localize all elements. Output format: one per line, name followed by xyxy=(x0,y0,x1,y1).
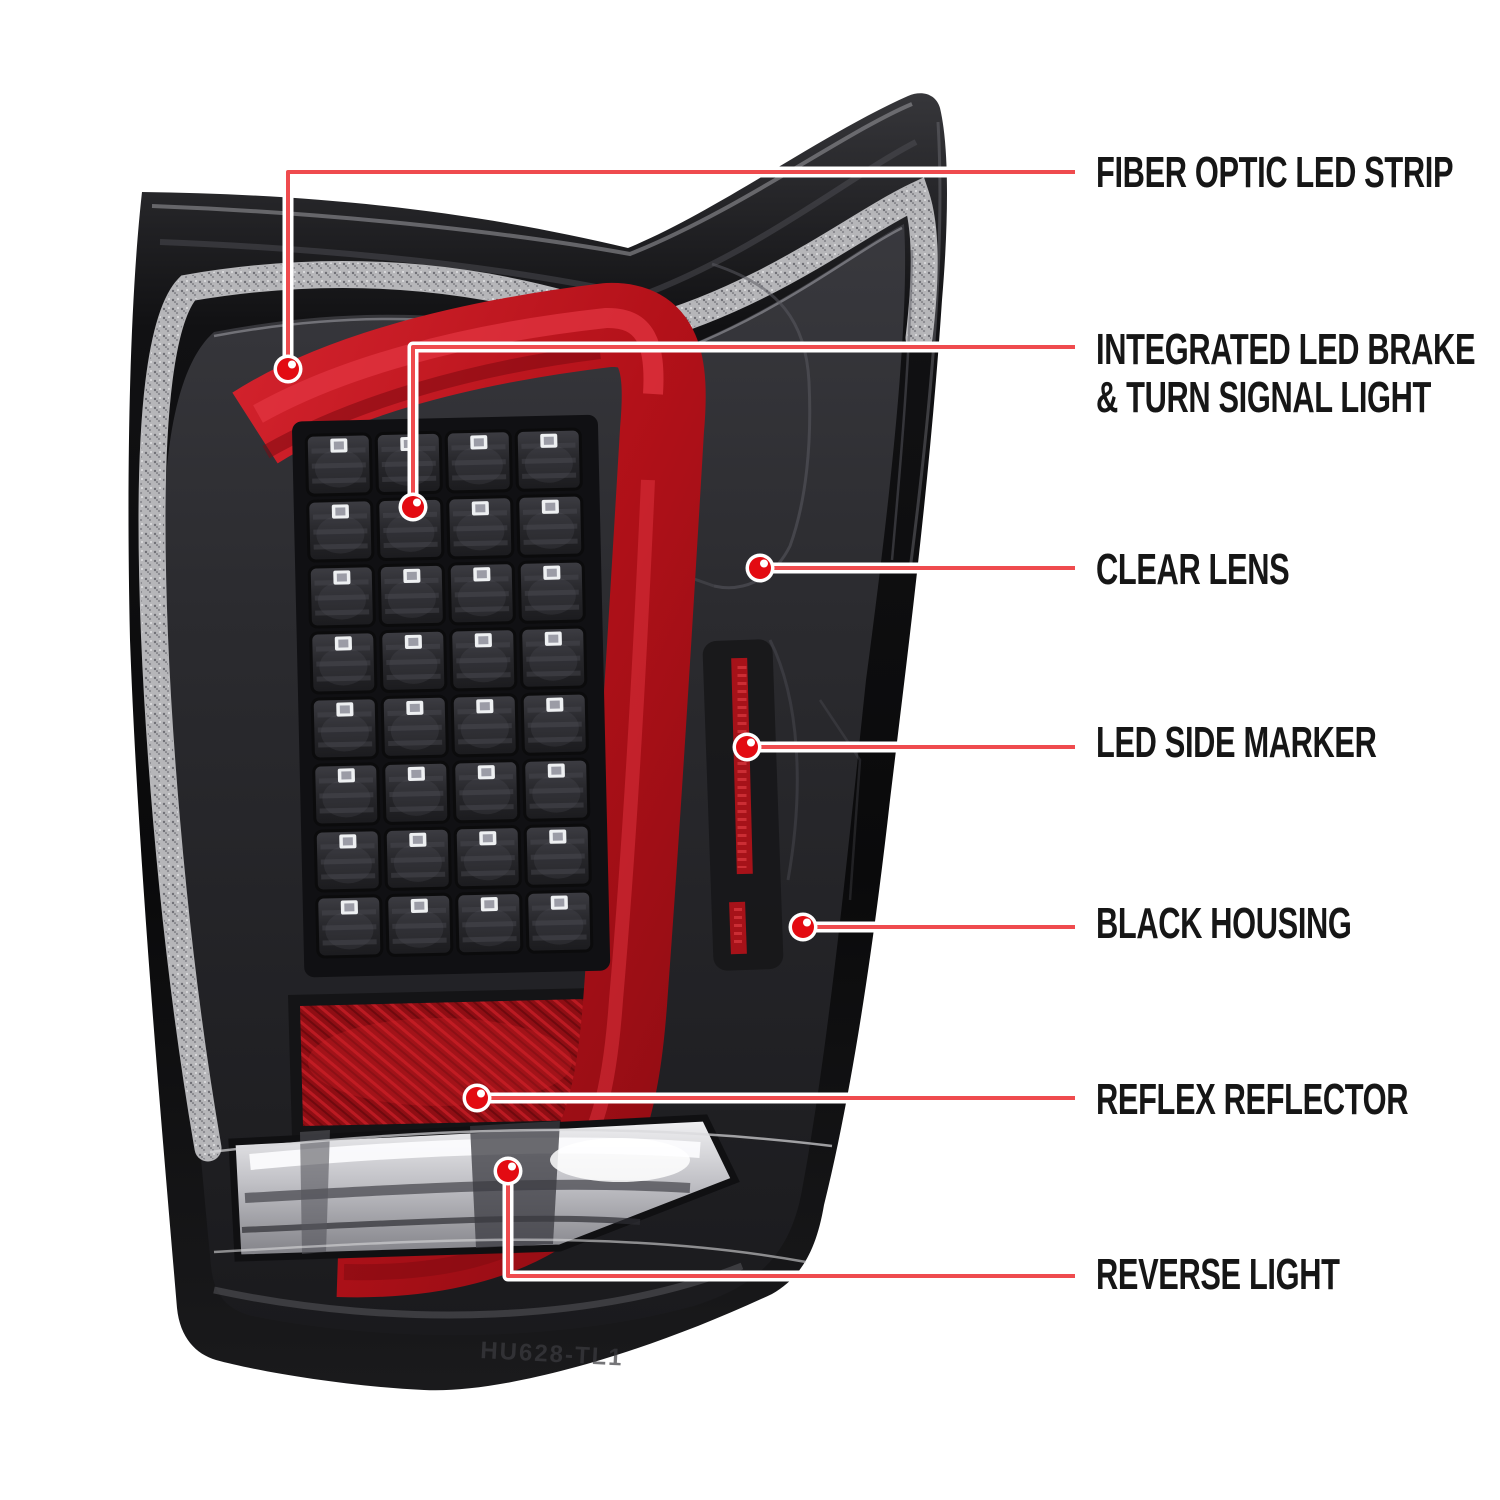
gasket-seal xyxy=(138,177,938,1162)
led-cell xyxy=(312,698,377,759)
callout-label-black-housing: BLACK HOUSING xyxy=(1096,900,1352,948)
led-cell xyxy=(309,566,374,627)
reflex-reflector xyxy=(288,988,600,1136)
led-cell xyxy=(311,632,376,693)
callout-line-fiber-optic-led-strip xyxy=(282,166,1075,369)
callout-dot-integrated-led-brake xyxy=(398,492,428,522)
led-cell xyxy=(306,434,371,495)
led-cell xyxy=(452,695,517,756)
led-cell xyxy=(379,564,444,625)
callout-label-line: & TURN SIGNAL LIGHT xyxy=(1096,373,1431,422)
led-brake-grid xyxy=(292,414,611,978)
led-cell xyxy=(519,561,584,622)
callout-label-line: FIBER OPTIC LED STRIP xyxy=(1096,148,1454,197)
led-cell xyxy=(516,429,581,490)
led-cell xyxy=(446,431,511,492)
callout-label-line: BLACK HOUSING xyxy=(1096,899,1352,948)
callout-label-reflex-reflector: REFLEX REFLECTOR xyxy=(1096,1076,1408,1124)
led-cell xyxy=(317,896,382,957)
callout-line-reverse-light xyxy=(502,1171,1075,1282)
callout-dots xyxy=(273,354,818,1186)
callout-dot-clear-lens xyxy=(745,553,775,583)
led-cell xyxy=(448,497,513,558)
led-cell xyxy=(522,693,587,754)
led-cell xyxy=(449,563,514,624)
tail-light: HU628-TL1 xyxy=(128,93,947,1391)
callout-label-reverse-light: REVERSE LIGHT xyxy=(1096,1251,1340,1299)
led-cell xyxy=(384,762,449,823)
callout-label-line: REFLEX REFLECTOR xyxy=(1096,1075,1409,1124)
bottom-molding-ridge xyxy=(213,1262,744,1319)
callout-dot-black-housing xyxy=(788,912,818,942)
lens-split-line-lower xyxy=(213,1238,807,1264)
callout-label-line: LED SIDE MARKER xyxy=(1096,718,1377,767)
led-cell xyxy=(387,894,452,955)
callout-label-clear-lens: CLEAR LENS xyxy=(1096,545,1290,594)
callout-dot-reflex-reflector xyxy=(462,1083,492,1113)
led-cell xyxy=(457,892,522,953)
led-side-marker xyxy=(702,639,784,971)
led-cell xyxy=(518,495,583,556)
callout-label-line: REVERSE LIGHT xyxy=(1096,1250,1340,1299)
led-cell xyxy=(527,891,592,952)
lens-split-line-upper xyxy=(209,1128,833,1154)
led-cell xyxy=(308,500,373,561)
led-cell xyxy=(525,825,590,886)
led-cell xyxy=(381,630,446,691)
reverse-light xyxy=(228,1114,740,1262)
callout-line-integrated-led-brake xyxy=(407,341,1075,507)
callout-lines xyxy=(282,166,1075,1282)
led-cell xyxy=(521,627,586,688)
callout-dot-led-side-marker xyxy=(732,732,762,762)
callout-label-integrated-led-brake: INTEGRATED LED BRAKE & TURN SIGNAL LIGHT xyxy=(1096,326,1475,422)
callout-label-line: INTEGRATED LED BRAKE xyxy=(1096,325,1476,374)
led-cell xyxy=(315,830,380,891)
callout-label-fiber-optic-led-strip: FIBER OPTIC LED STRIP xyxy=(1096,149,1453,197)
housing-top-highlight xyxy=(151,102,913,257)
led-cell xyxy=(314,764,379,825)
led-cell xyxy=(454,761,519,822)
led-cell xyxy=(385,828,450,889)
led-cell xyxy=(455,827,520,888)
callout-dot-reverse-light xyxy=(493,1156,523,1186)
callout-label-led-side-marker: LED SIDE MARKER xyxy=(1096,719,1377,767)
led-cell xyxy=(382,696,447,757)
led-cell xyxy=(451,629,516,690)
led-cell xyxy=(524,759,589,820)
callout-dot-fiber-optic-led-strip xyxy=(273,354,303,384)
callout-label-line: CLEAR LENS xyxy=(1096,545,1290,594)
